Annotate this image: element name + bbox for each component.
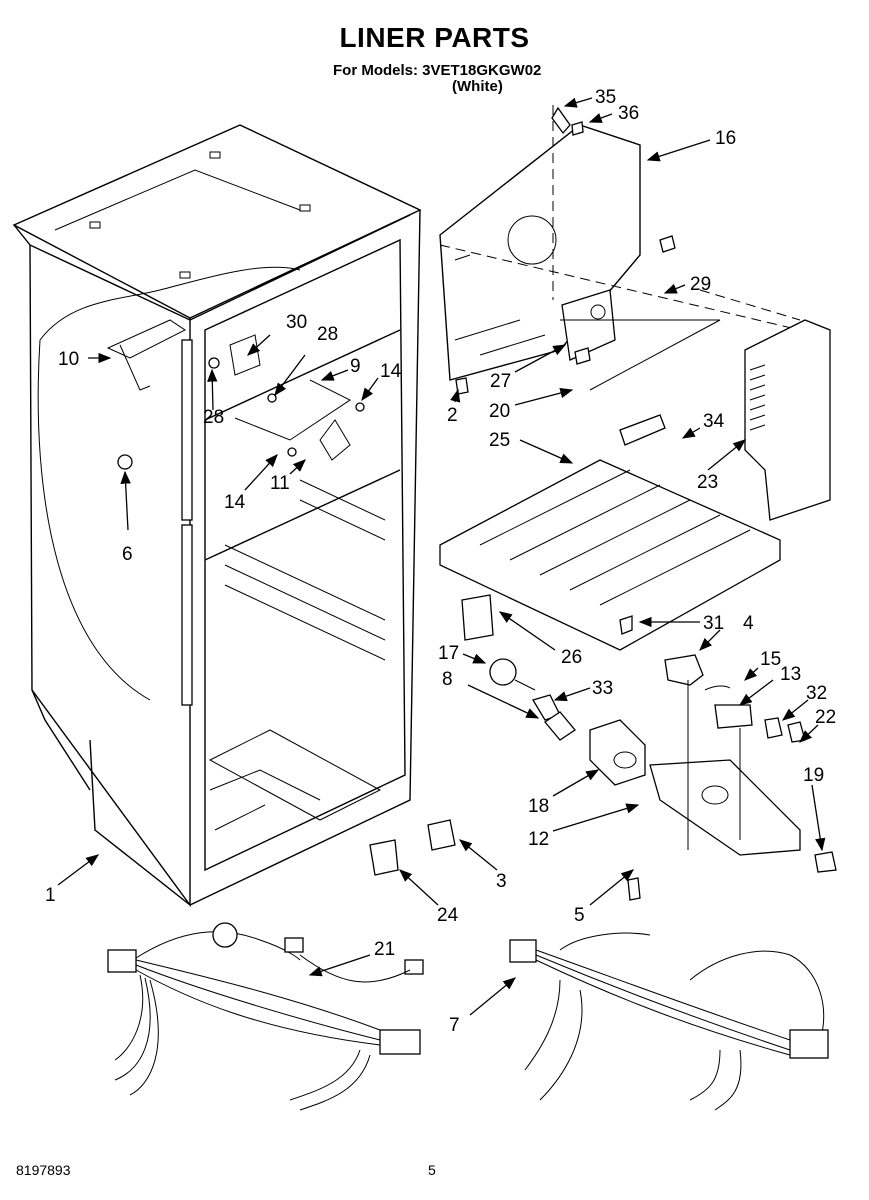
callout-19: 19 [803, 765, 825, 786]
page-number: 5 [428, 1162, 436, 1178]
leader-lines [57, 97, 826, 1016]
callout-31: 31 [703, 613, 725, 634]
callout-36: 36 [618, 103, 640, 124]
document-number: 8197893 [16, 1162, 71, 1178]
callout-14-lower: 14 [224, 492, 246, 513]
callout-15: 15 [760, 649, 782, 670]
crisper-cover [439, 414, 781, 651]
callout-25: 25 [489, 430, 511, 451]
callout-13: 13 [780, 664, 802, 685]
color-line: (White) [452, 78, 503, 95]
callout-28-top: 28 [317, 324, 339, 345]
callout-8: 8 [442, 669, 453, 690]
callout-5: 5 [574, 905, 585, 926]
callout-32: 32 [806, 683, 828, 704]
callout-4: 4 [743, 613, 754, 634]
callout-14-upper: 14 [380, 361, 402, 382]
callout-18: 18 [528, 796, 550, 817]
callout-30: 30 [286, 312, 308, 333]
callout-3: 3 [496, 871, 507, 892]
callout-28-bottom: 28 [203, 407, 225, 428]
control-housing [369, 594, 837, 901]
page-title: LINER PARTS [339, 22, 530, 53]
callout-21: 21 [374, 939, 396, 960]
callout-23: 23 [697, 472, 719, 493]
callout-1: 1 [45, 885, 56, 906]
callout-29: 29 [690, 274, 712, 295]
callout-10: 10 [58, 349, 80, 370]
evaporator-cover [439, 105, 801, 395]
callout-17: 17 [438, 643, 460, 664]
callout-20: 20 [489, 401, 511, 422]
callout-27: 27 [490, 371, 512, 392]
callout-2: 2 [447, 405, 458, 426]
callout-16: 16 [715, 128, 737, 149]
callout-33: 33 [592, 678, 614, 699]
callout-11: 11 [270, 473, 290, 494]
callout-9: 9 [350, 356, 361, 377]
callout-34: 34 [703, 411, 725, 432]
callout-7: 7 [449, 1015, 460, 1036]
air-duct [744, 319, 831, 521]
callout-35: 35 [595, 87, 617, 108]
callout-26: 26 [561, 647, 583, 668]
callout-6: 6 [122, 544, 133, 565]
models-line: For Models: 3VET18GKGW02 [333, 62, 542, 79]
callout-12: 12 [528, 829, 550, 850]
callout-24: 24 [437, 905, 459, 926]
wiring-harness-21 [107, 922, 424, 1111]
liner-cabinet [12, 124, 422, 908]
callout-22: 22 [815, 707, 837, 728]
wiring-harness-7 [509, 932, 829, 1111]
